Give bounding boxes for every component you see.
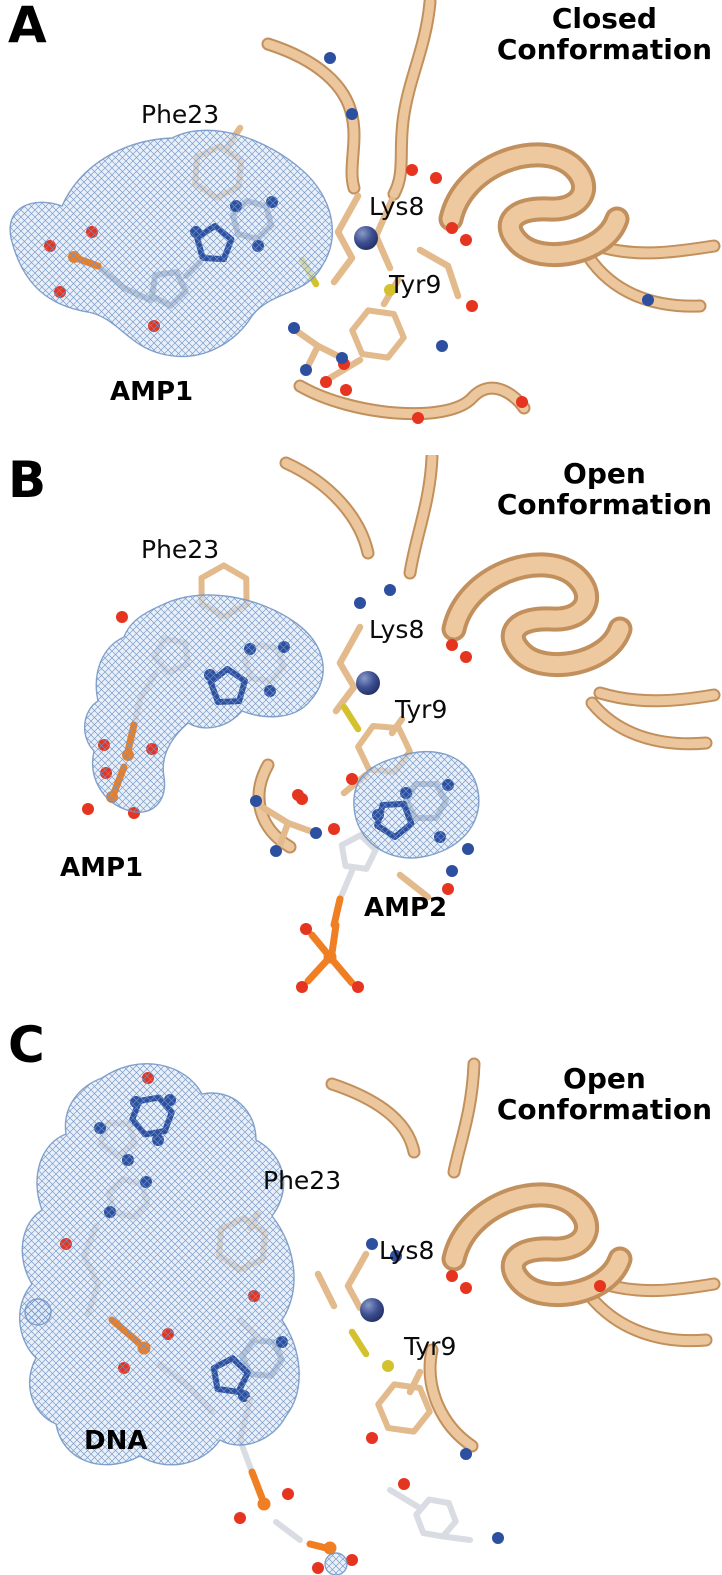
panel-letter: B <box>8 455 47 509</box>
protein-sidechains <box>194 52 654 424</box>
alpha-helix-cartoon <box>454 565 620 665</box>
sulfur-atom <box>384 284 396 296</box>
conformation-line2: Conformation <box>496 1092 712 1126</box>
sulfur-stick <box>348 1328 370 1358</box>
metal-ion <box>360 1298 384 1322</box>
residue-label-lys8: Lys8 <box>369 192 425 221</box>
ligand-label-amp1: AMP1 <box>110 377 194 407</box>
residue-label-tyr9: Tyr9 <box>404 1332 457 1361</box>
panel-letter: A <box>8 0 47 54</box>
ligand-label-amp1: AMP1 <box>60 853 144 883</box>
electron-density-mesh <box>10 130 333 357</box>
amp1-density-and-model <box>9 129 334 358</box>
structure-render-open-dna <box>18 1020 722 1575</box>
alpha-helix-cartoon <box>451 155 617 255</box>
conformation-title: Open Conformation <box>496 457 712 521</box>
sulfur-stick <box>340 703 362 733</box>
metal-ion <box>356 671 380 695</box>
conformation-title: Closed Conformation <box>496 2 712 66</box>
amp2-density-and-model <box>296 750 480 993</box>
residue-label-phe23: Phe23 <box>141 535 220 564</box>
metal-ion <box>354 226 378 250</box>
conformation-line1: Open <box>563 1062 646 1095</box>
electron-density-mesh <box>19 1063 300 1465</box>
tyr9-ring <box>375 1383 433 1434</box>
alpha-helix-cartoon <box>454 1195 620 1295</box>
conformation-line1: Open <box>563 457 646 490</box>
electron-density-mesh <box>84 594 324 813</box>
panel-letter: C <box>8 1020 45 1074</box>
tyr9-ring <box>349 309 407 360</box>
panel-closed-conformation: A Closed Conformation Phe23 Lys8 Tyr9 AM… <box>0 0 722 455</box>
residue-label-tyr9: Tyr9 <box>389 270 442 299</box>
structure-render-open-amp <box>82 455 722 993</box>
panel-open-conformation-amp: B Open Conformation Phe23 Lys8 Tyr9 AMP1… <box>0 455 722 1020</box>
residue-label-lys8: Lys8 <box>379 1236 435 1265</box>
conformation-line2: Conformation <box>496 32 712 66</box>
sulfur-atom <box>382 1360 394 1372</box>
residue-label-tyr9: Tyr9 <box>395 695 448 724</box>
ligand-label-dna: DNA <box>84 1426 148 1456</box>
amp2-phosphate <box>296 868 364 993</box>
structure-render-closed <box>9 0 722 424</box>
dna-density-and-model <box>18 1063 358 1575</box>
panel-open-conformation-dna: C Open Conformation Phe23 Lys8 Tyr9 DNA <box>0 1020 722 1575</box>
residue-label-phe23: Phe23 <box>263 1166 342 1195</box>
conformation-line1: Closed <box>551 2 657 35</box>
amp1-density-and-model <box>82 594 324 819</box>
residue-label-phe23: Phe23 <box>141 100 220 129</box>
conformation-line2: Conformation <box>496 487 712 521</box>
conformation-title: Open Conformation <box>496 1062 712 1126</box>
ligand-label-amp2: AMP2 <box>364 893 448 923</box>
residue-label-lys8: Lys8 <box>369 615 425 644</box>
